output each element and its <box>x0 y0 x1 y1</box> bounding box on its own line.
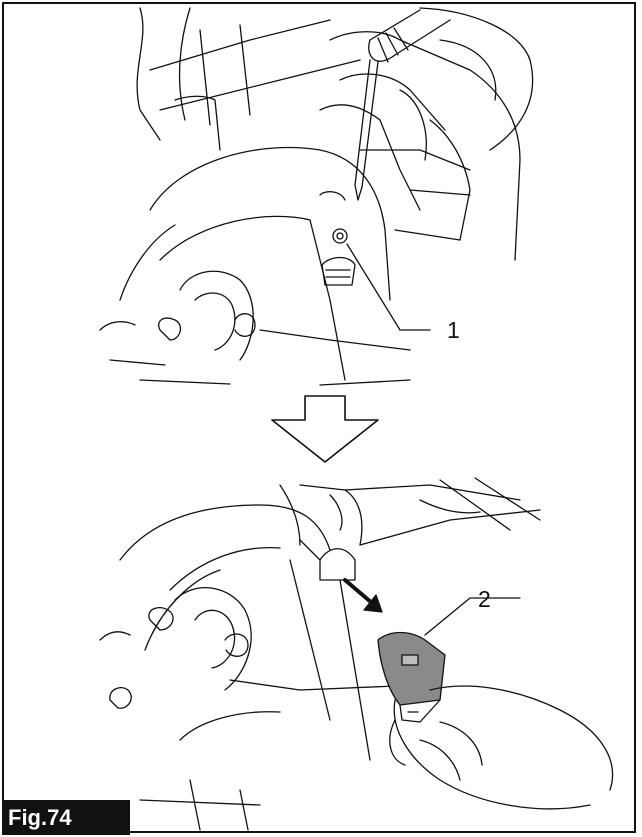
figure-label: Fig.74 <box>2 800 130 835</box>
top-illustration <box>99 7 534 386</box>
callout-1-leader <box>346 243 431 331</box>
screw-icon <box>332 228 348 244</box>
brush-cap-icon <box>377 631 446 723</box>
callout-2: 2 <box>478 586 491 612</box>
callout-2-leader <box>424 597 521 636</box>
callout-1: 1 <box>447 317 460 343</box>
bottom-illustration <box>99 477 614 831</box>
direction-arrow-icon <box>343 578 383 613</box>
screwdriver-icon <box>354 9 451 201</box>
step-arrow-icon <box>271 395 379 463</box>
